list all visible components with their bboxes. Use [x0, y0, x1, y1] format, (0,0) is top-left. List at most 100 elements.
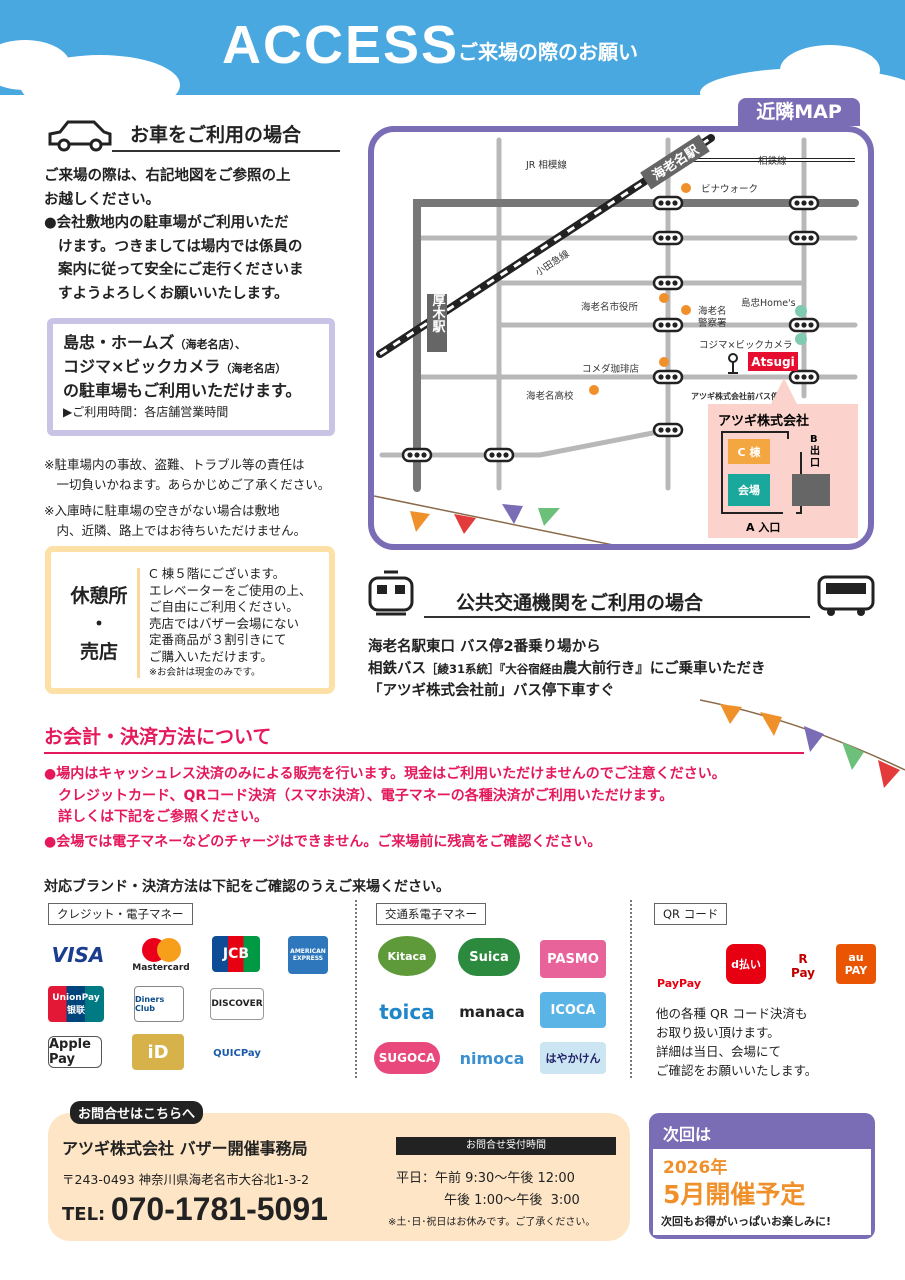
bus-stop-label: アツギ株式会社前バス停 [691, 391, 779, 401]
diners-logo: Diners Club [134, 986, 184, 1022]
text-line: 案内に従って安全にご走行くださいま [58, 262, 304, 278]
payment-heading: お会計・決済方法について [44, 726, 272, 748]
qr-note: 他の各種 QR コード決済も お取り扱い頂けます。 詳細は当日、会場にて ご確認… [656, 1004, 817, 1080]
c-building [728, 439, 770, 464]
next-tagline: 次回もお得がいっぱいお楽しみに! [661, 1215, 832, 1228]
text: （海老名店）、 [174, 338, 247, 351]
text-line: 詳しくは下記をご参照ください。 [44, 809, 268, 825]
divider [112, 150, 340, 152]
exit-b-label: 出 [810, 444, 820, 457]
icoca-logo: ICOCA [540, 992, 606, 1028]
tel-number: 070-1781-5091 [110, 1191, 328, 1227]
next-label: 次回は [663, 1125, 712, 1144]
hours-weekday: 平日：午前 9:30～午後 12:00 [396, 1171, 575, 1186]
traffic-light-icon [652, 369, 684, 385]
note-line: 内、近隣、路上ではお待ちいただけません。 [44, 523, 307, 538]
manaca-logo: manaca [459, 1003, 525, 1021]
c-building-label: C 棟 [738, 445, 762, 459]
rakutenpay-logo: R Pay [790, 952, 816, 980]
note-line: ※駐車場内の事故、盗難、トラブル等の責任は [44, 457, 305, 472]
traffic-light-icon [483, 447, 515, 463]
traffic-light-icon [652, 422, 684, 438]
page-title: ACCESS [222, 15, 460, 75]
neighborhood-map: 海老名駅 厚木駅 JR 相模線 相鉄線 小田急線 ビナウォーク 海老名市役所 海… [368, 126, 874, 550]
text-line: 他の各種 QR コード決済も [656, 1006, 808, 1021]
transport-tag: 交通系電子マネー [376, 903, 486, 925]
parking-hours: ▶ご利用時間：各店舗営業時間 [63, 405, 229, 419]
bunting-flags [410, 504, 560, 534]
dbarai-logo: d払い [726, 944, 766, 984]
jcb-logo: JCB [212, 936, 260, 972]
atsugi-sign-label: Atsugi [751, 355, 794, 369]
contact-address: 〒243-0493 神奈川県海老名市大谷北1-3-2 [62, 1172, 310, 1187]
text-line: 「アツギ株式会社前」バス停下車すぐ [368, 683, 615, 699]
next-inner [653, 1149, 871, 1235]
poi-label: 警察署 [698, 317, 727, 329]
text: （海老名店） [220, 362, 287, 375]
main-road [413, 199, 859, 492]
text-line: クレジットカード、QRコード決済（スマホ決済）、電子マネーの各種決済がご利用いた… [44, 787, 674, 804]
brands-intro: 対応ブランド・決済方法は下記をご確認のうえご来場ください。 [44, 879, 450, 895]
parking-notes: ※駐車場内の事故、盗難、トラブル等の責任は 一切負いかねます。あらかじめご了承く… [44, 455, 354, 541]
text-line: ●会場では電子マネーなどのチャージはできません。ご来場前に残高をご確認ください。 [44, 833, 602, 850]
text-line: 売店ではバザー会場にない [149, 615, 300, 631]
note-line: ※入庫時に駐車場の空きがない場合は敷地 [44, 503, 280, 518]
traffic-light-icon [652, 230, 684, 246]
closed-note: ※土･日･祝日はお休みです。ご了承ください。 [388, 1217, 596, 1228]
car-heading: お車をご利用の場合 [130, 124, 302, 146]
contact-org: アツギ株式会社 バザー開催事務局 [62, 1139, 308, 1158]
mastercard-logo: Mastercard [130, 936, 192, 976]
text-line: お取り扱い頂けます。 [656, 1025, 780, 1040]
text-line: エレベーターをご使用の上、 [149, 582, 312, 598]
note-line: 一切負いかねます。あらかじめご了承ください。 [44, 477, 331, 492]
venue-label: 会場 [738, 483, 760, 497]
applepay-logo: Apple Pay [48, 1036, 102, 1068]
hours-afternoon: 午後 1:00～午後 3:00 [444, 1193, 580, 1208]
traffic-light-icon [788, 317, 820, 333]
poi-dots [589, 183, 691, 395]
text-line: ご購入いただけます。 [149, 648, 273, 664]
atsugi-station-sign [427, 294, 447, 352]
pasmo-logo: PASMO [540, 940, 606, 978]
suica-logo: Suica [458, 938, 520, 976]
traffic-lights [401, 195, 820, 463]
text: にご乗車いただき [649, 661, 766, 677]
logo-text: Mastercard [132, 963, 190, 973]
next-date: 5月開催予定 [663, 1180, 806, 1209]
visa-logo: VISA [51, 943, 105, 967]
car-intro: ご来場の際は、右記地図をご参照の上 お越しください。 ●会社敷地内の駐車場がご利… [44, 165, 344, 306]
transit-heading: 公共交通機関をご利用の場合 [456, 592, 704, 614]
unionpay-logo: UnionPay 银联 [48, 986, 104, 1022]
kitaca-logo: Kitaca [378, 936, 436, 976]
jr-line-label: JR 相模線 [525, 159, 567, 171]
divider [630, 900, 632, 1078]
poi-label: コメダ珈琲店 [582, 363, 639, 375]
text-line: ご確認をお願いいたします。 [656, 1063, 818, 1078]
entrance-a-label: A 入口 [746, 521, 780, 534]
text: 相鉄バス [368, 661, 426, 677]
traffic-light-icon [652, 195, 684, 211]
divider [44, 752, 804, 754]
text: の駐車場もご利用いただけます。 [63, 381, 302, 400]
tel-label: TEL: [62, 1204, 106, 1225]
discover-logo: DISCOVER [210, 988, 264, 1020]
text: ［綾31系統］『大谷宿経由 [426, 662, 563, 676]
company-site [708, 404, 858, 538]
exit-b-label: 口 [810, 458, 820, 469]
text-line: ●会社敷地内の駐車場がご利用いただ [44, 215, 289, 231]
car-icon [48, 120, 112, 152]
aupay-logo: au PAY [836, 944, 876, 984]
sugoca-logo: SUGOCA [374, 1042, 440, 1074]
text: 島忠・ホームズ [63, 333, 175, 352]
bunting-decoration [700, 699, 905, 788]
quicpay-logo: QUICPay [213, 1047, 261, 1059]
poi-label: コジマ×ビックカメラ [699, 340, 792, 351]
toica-logo: toica [379, 1000, 435, 1024]
text-line: 海老名駅東口 バス停2番乗り場から [368, 639, 601, 655]
text-line: 詳細は当日、会場にて [656, 1044, 782, 1059]
id-logo: iD [132, 1034, 184, 1070]
text: コジマ×ビックカメラ [63, 357, 221, 376]
poi-label: 海老名市役所 [581, 301, 639, 313]
divider [137, 568, 140, 678]
next-year: 2026年 [663, 1158, 728, 1178]
